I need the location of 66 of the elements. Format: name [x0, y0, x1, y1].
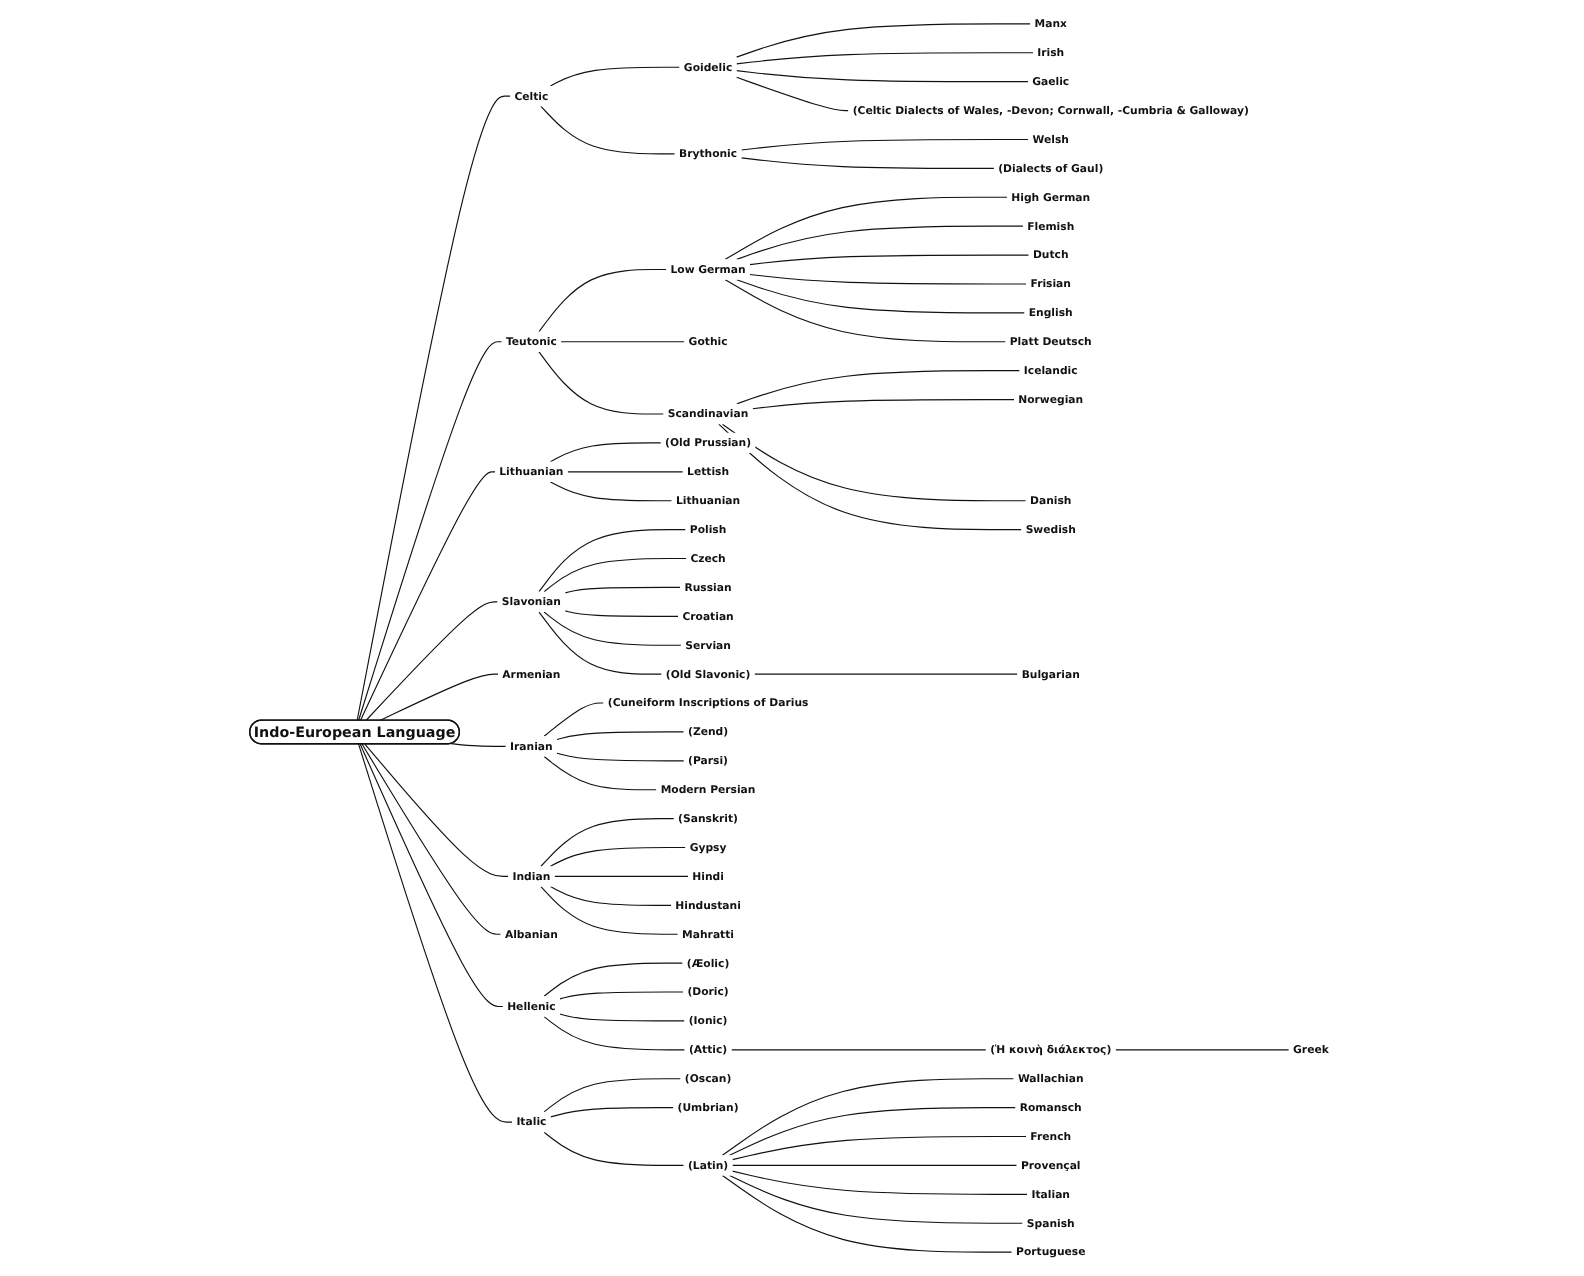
connector	[732, 1164, 1018, 1166]
connector	[539, 611, 663, 675]
connector	[749, 273, 1028, 285]
connector	[554, 875, 690, 877]
connector	[1115, 1049, 1290, 1051]
connector	[360, 743, 505, 1008]
connector	[550, 1107, 675, 1118]
connector	[550, 886, 673, 906]
connector	[557, 731, 685, 741]
connector	[557, 752, 685, 762]
connector	[736, 70, 1030, 83]
connector	[539, 529, 687, 593]
connector	[451, 743, 507, 747]
connector	[722, 423, 1027, 502]
connector	[539, 268, 668, 333]
connector	[565, 610, 680, 617]
connector	[732, 1135, 1028, 1161]
connector	[752, 399, 1016, 410]
connector	[544, 1016, 686, 1051]
connector	[544, 755, 658, 791]
connector	[550, 481, 673, 502]
connector	[731, 1049, 988, 1051]
connector	[729, 1175, 1024, 1224]
connector	[725, 279, 1007, 343]
connector	[550, 66, 681, 87]
connector	[736, 225, 1025, 260]
connector	[561, 341, 686, 343]
connector	[567, 471, 684, 473]
connector	[540, 818, 675, 867]
connector	[540, 886, 679, 935]
connector	[736, 370, 1021, 405]
connector	[366, 601, 499, 722]
connector	[736, 52, 1035, 65]
connector	[544, 702, 605, 737]
connector	[362, 743, 502, 935]
connector	[550, 442, 662, 463]
connector	[550, 846, 687, 867]
connector	[718, 423, 1023, 531]
connector	[732, 1170, 1029, 1195]
connector	[736, 23, 1032, 58]
connector	[559, 991, 685, 1000]
connector	[722, 1175, 1013, 1253]
connector	[729, 1107, 1017, 1156]
connector	[736, 76, 850, 112]
connector	[741, 138, 1030, 151]
connector	[364, 743, 510, 877]
connector	[544, 962, 684, 997]
connector	[544, 1078, 682, 1113]
connector	[544, 611, 683, 646]
connector	[539, 351, 665, 415]
connector	[754, 673, 1019, 675]
connector	[722, 1078, 1015, 1156]
connector	[736, 279, 1026, 314]
connector	[559, 1013, 686, 1022]
connector	[565, 586, 682, 594]
connector	[725, 196, 1009, 260]
connector	[544, 1131, 685, 1166]
connector	[360, 471, 497, 722]
connector	[358, 341, 503, 722]
connector	[749, 254, 1030, 266]
connector	[379, 673, 500, 722]
connector	[540, 105, 676, 155]
connector	[741, 157, 996, 169]
connector	[544, 557, 688, 593]
connector	[358, 743, 514, 1123]
connector	[357, 95, 512, 722]
